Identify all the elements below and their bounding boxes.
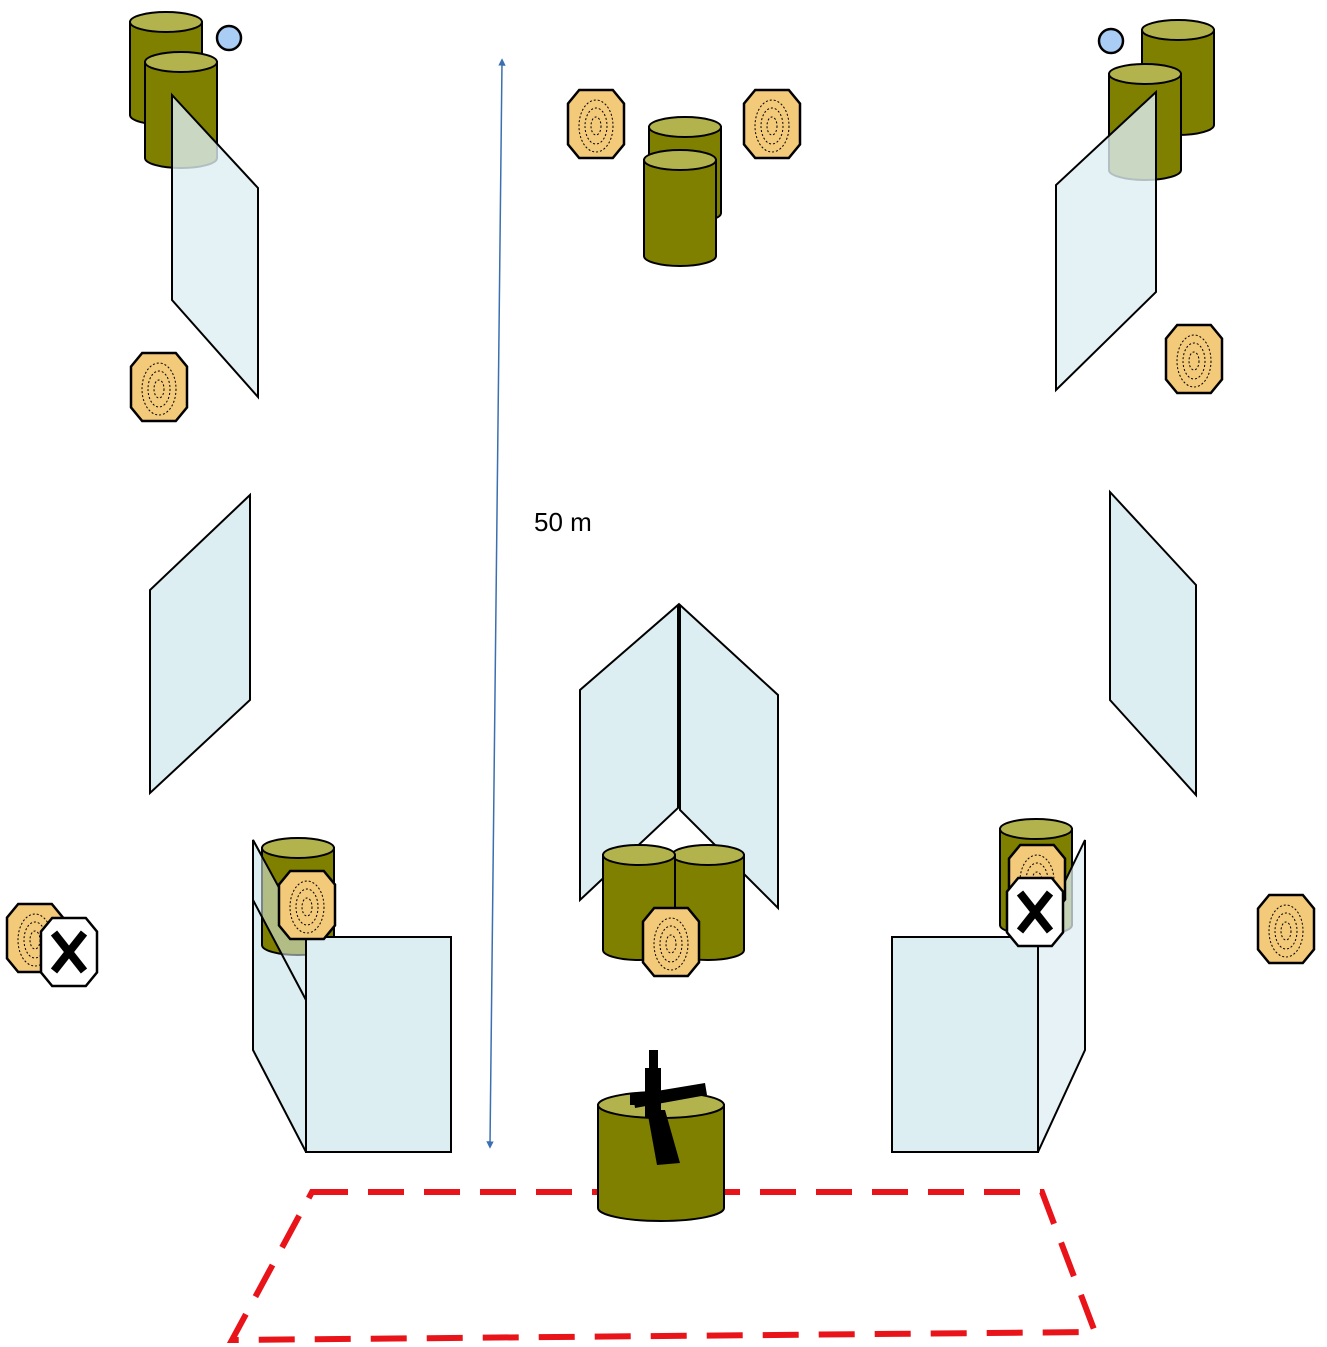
wall-center-v-right bbox=[679, 602, 779, 911]
target-front-left bbox=[277, 869, 337, 941]
target-top-center-left bbox=[566, 88, 626, 160]
barrel-top-center-2 bbox=[643, 149, 717, 267]
target-top-center-right bbox=[742, 88, 802, 160]
wall-back-right bbox=[1055, 89, 1157, 393]
noshoot-far-left bbox=[39, 916, 99, 988]
start-marker-left bbox=[215, 24, 243, 52]
noshoot-front-right bbox=[1005, 876, 1065, 948]
wall-center-v-left bbox=[579, 602, 679, 903]
shooting-box bbox=[226, 1189, 1100, 1344]
target-left-mid bbox=[129, 351, 189, 423]
target-far-right bbox=[1256, 893, 1316, 965]
wall-front-left-front bbox=[305, 936, 452, 1153]
start-marker-right bbox=[1097, 27, 1125, 55]
distance-arrow bbox=[486, 58, 506, 1149]
wall-mid-left bbox=[149, 492, 251, 796]
wall-front-right-front bbox=[891, 936, 1039, 1153]
wall-back-left bbox=[171, 92, 259, 400]
distance-label: 50 m bbox=[534, 507, 592, 537]
target-right-mid bbox=[1164, 323, 1224, 395]
wall-mid-right bbox=[1109, 489, 1197, 798]
target-center-front bbox=[641, 906, 701, 978]
rifle-icon bbox=[630, 1050, 707, 1165]
